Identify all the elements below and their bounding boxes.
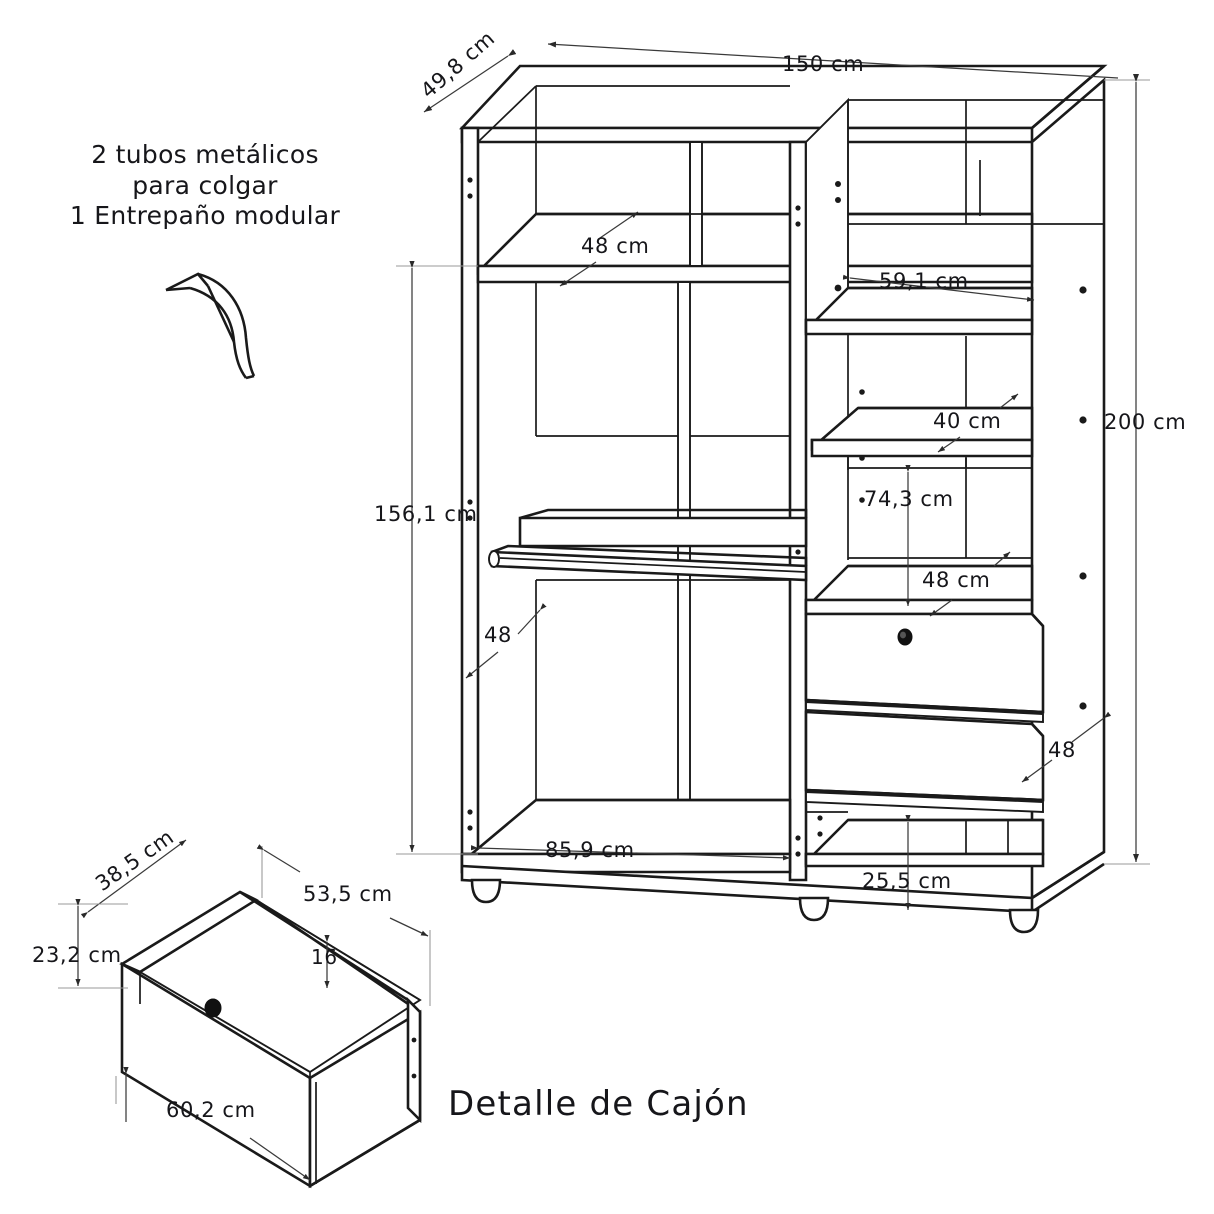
label-right-drawer-48: 48 cm — [922, 568, 991, 592]
dim-left-lower-48 — [465, 603, 547, 679]
dim-drawer-front-width — [115, 1067, 311, 1181]
dim-overall-depth — [423, 49, 517, 113]
label-hanging-height: 156,1 cm — [374, 502, 478, 526]
wardrobe-upper-divider-left — [689, 141, 703, 267]
dim-right-bay-width — [842, 274, 1035, 302]
wardrobe-left-bay-lower-rear — [535, 579, 790, 801]
dim-overall-height — [1104, 74, 1150, 865]
note-line-1: 2 tubos metálicos — [91, 140, 319, 169]
label-left-lower-48: 48 — [484, 623, 512, 647]
drawer-detail-body — [119, 890, 422, 1189]
wardrobe-drawer-bottom-rail — [805, 791, 1044, 813]
wardrobe-top-panel — [459, 64, 1108, 144]
wardrobe-right-bay-slats-mid — [847, 456, 1033, 560]
wardrobe-right-shelf-2 — [810, 406, 1034, 458]
wardrobe-foot-front-right — [1008, 908, 1040, 934]
wardrobe-right-shelf-1 — [804, 286, 1034, 336]
wardrobe-left-side-panel — [460, 126, 480, 874]
drawer-detail-caption: Detalle de Cajón — [448, 1084, 749, 1124]
label-left-bay-width: 85,9 cm — [545, 838, 635, 862]
wardrobe-left-bay-divider — [677, 281, 691, 819]
wardrobe-left-bay-rear — [478, 281, 790, 437]
dim-overall-width — [547, 41, 1119, 79]
dim-top-shelf — [559, 211, 639, 287]
note-line-2: para colgar — [132, 170, 278, 200]
dim-right-drawer-48 — [929, 551, 1011, 617]
label-drawer-top-width: 53,5 cm — [303, 882, 393, 906]
annotation-note: 2 tubos metálicos para colgar 1 Entrepañ… — [60, 140, 350, 232]
label-overall-width: 150 cm — [782, 52, 865, 76]
label-bottom-compartment: 25,5 cm — [862, 869, 952, 893]
wardrobe-bottom-compartment-right — [804, 811, 1045, 868]
label-top-shelf: 48 cm — [581, 234, 650, 258]
label-overall-height: 200 cm — [1104, 410, 1187, 434]
label-right-shelf-74: 74,3 cm — [864, 487, 954, 511]
label-right-side-48: 48 — [1048, 738, 1076, 762]
dim-left-bay-width — [470, 845, 791, 861]
wardrobe-hanging-rod-lower — [488, 544, 808, 582]
wardrobe-left-bay-upper-back — [536, 85, 790, 266]
dim-drawer-height — [58, 899, 128, 989]
dim-right-shelf-40 — [937, 393, 1019, 453]
wardrobe-hanging-rod-upper — [518, 508, 808, 548]
wardrobe-foot-center — [798, 896, 830, 922]
dim-drawer-top-width — [256, 844, 431, 1006]
dim-drawer-inner-depth — [80, 839, 187, 919]
label-drawer-front-width: 60,2 cm — [166, 1098, 256, 1122]
label-drawer-bottom-thickness: 16 — [311, 945, 338, 969]
label-right-shelf-40: 40 cm — [933, 409, 1002, 433]
wardrobe-drawer-gap — [805, 701, 1044, 723]
curved-arrow-icon — [165, 272, 256, 380]
dim-hanging-height — [396, 261, 478, 855]
wardrobe-top-shelf — [476, 212, 1034, 284]
label-right-bay-width: 59,1 cm — [879, 269, 969, 293]
note-line-3: 1 Entrepaño modular — [69, 201, 341, 230]
label-drawer-height: 23,2 cm — [32, 943, 122, 967]
wardrobe-foot-front-left — [470, 878, 502, 904]
wardrobe-right-bay-upper — [848, 99, 1104, 225]
wardrobe-drawer-front-upper[interactable] — [804, 612, 1045, 714]
wardrobe-right-shelf-3 — [804, 564, 1034, 616]
dim-right-side-48 — [1021, 711, 1112, 783]
wardrobe-drawer-front-lower[interactable] — [804, 710, 1045, 802]
